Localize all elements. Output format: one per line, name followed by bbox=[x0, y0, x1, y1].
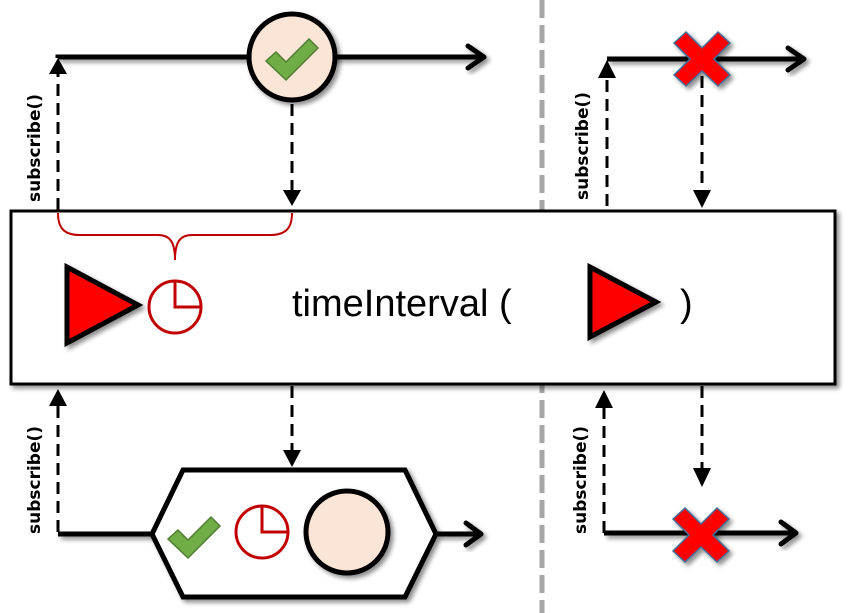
subscribe-label: subscribe() bbox=[25, 426, 45, 534]
result-timeline-left bbox=[58, 520, 484, 548]
subscribe-arrow-top-right bbox=[598, 60, 616, 206]
brace-icon bbox=[57, 212, 293, 261]
operator-box bbox=[9, 209, 837, 386]
subscribe-arrow-bottom-right bbox=[595, 390, 613, 533]
event-arrow-bottom-left bbox=[283, 386, 301, 467]
operator-label: timeInterval ( bbox=[292, 283, 512, 325]
subscribe-arrow-bottom-left bbox=[49, 389, 67, 532]
event-arrow-top-right bbox=[693, 76, 711, 208]
check-icon bbox=[264, 37, 320, 82]
subscribe-label: subscribe() bbox=[25, 94, 45, 202]
error-icon bbox=[671, 506, 731, 564]
red-triangle-icon bbox=[587, 262, 662, 342]
event-arrow-top-left bbox=[283, 104, 301, 206]
subscribe-label: subscribe() bbox=[573, 92, 593, 200]
clock-icon bbox=[147, 279, 203, 335]
clock-icon bbox=[234, 504, 290, 560]
completion-marble bbox=[303, 488, 391, 576]
check-icon bbox=[166, 515, 222, 560]
subscribe-label: subscribe() bbox=[571, 426, 591, 534]
source-timeline-left bbox=[55, 43, 487, 71]
subscribe-arrow-top-left bbox=[49, 58, 67, 210]
operator-close-paren: ) bbox=[680, 283, 693, 325]
red-triangle-icon bbox=[64, 262, 144, 348]
error-icon bbox=[672, 30, 732, 88]
event-arrow-bottom-right bbox=[693, 386, 711, 487]
